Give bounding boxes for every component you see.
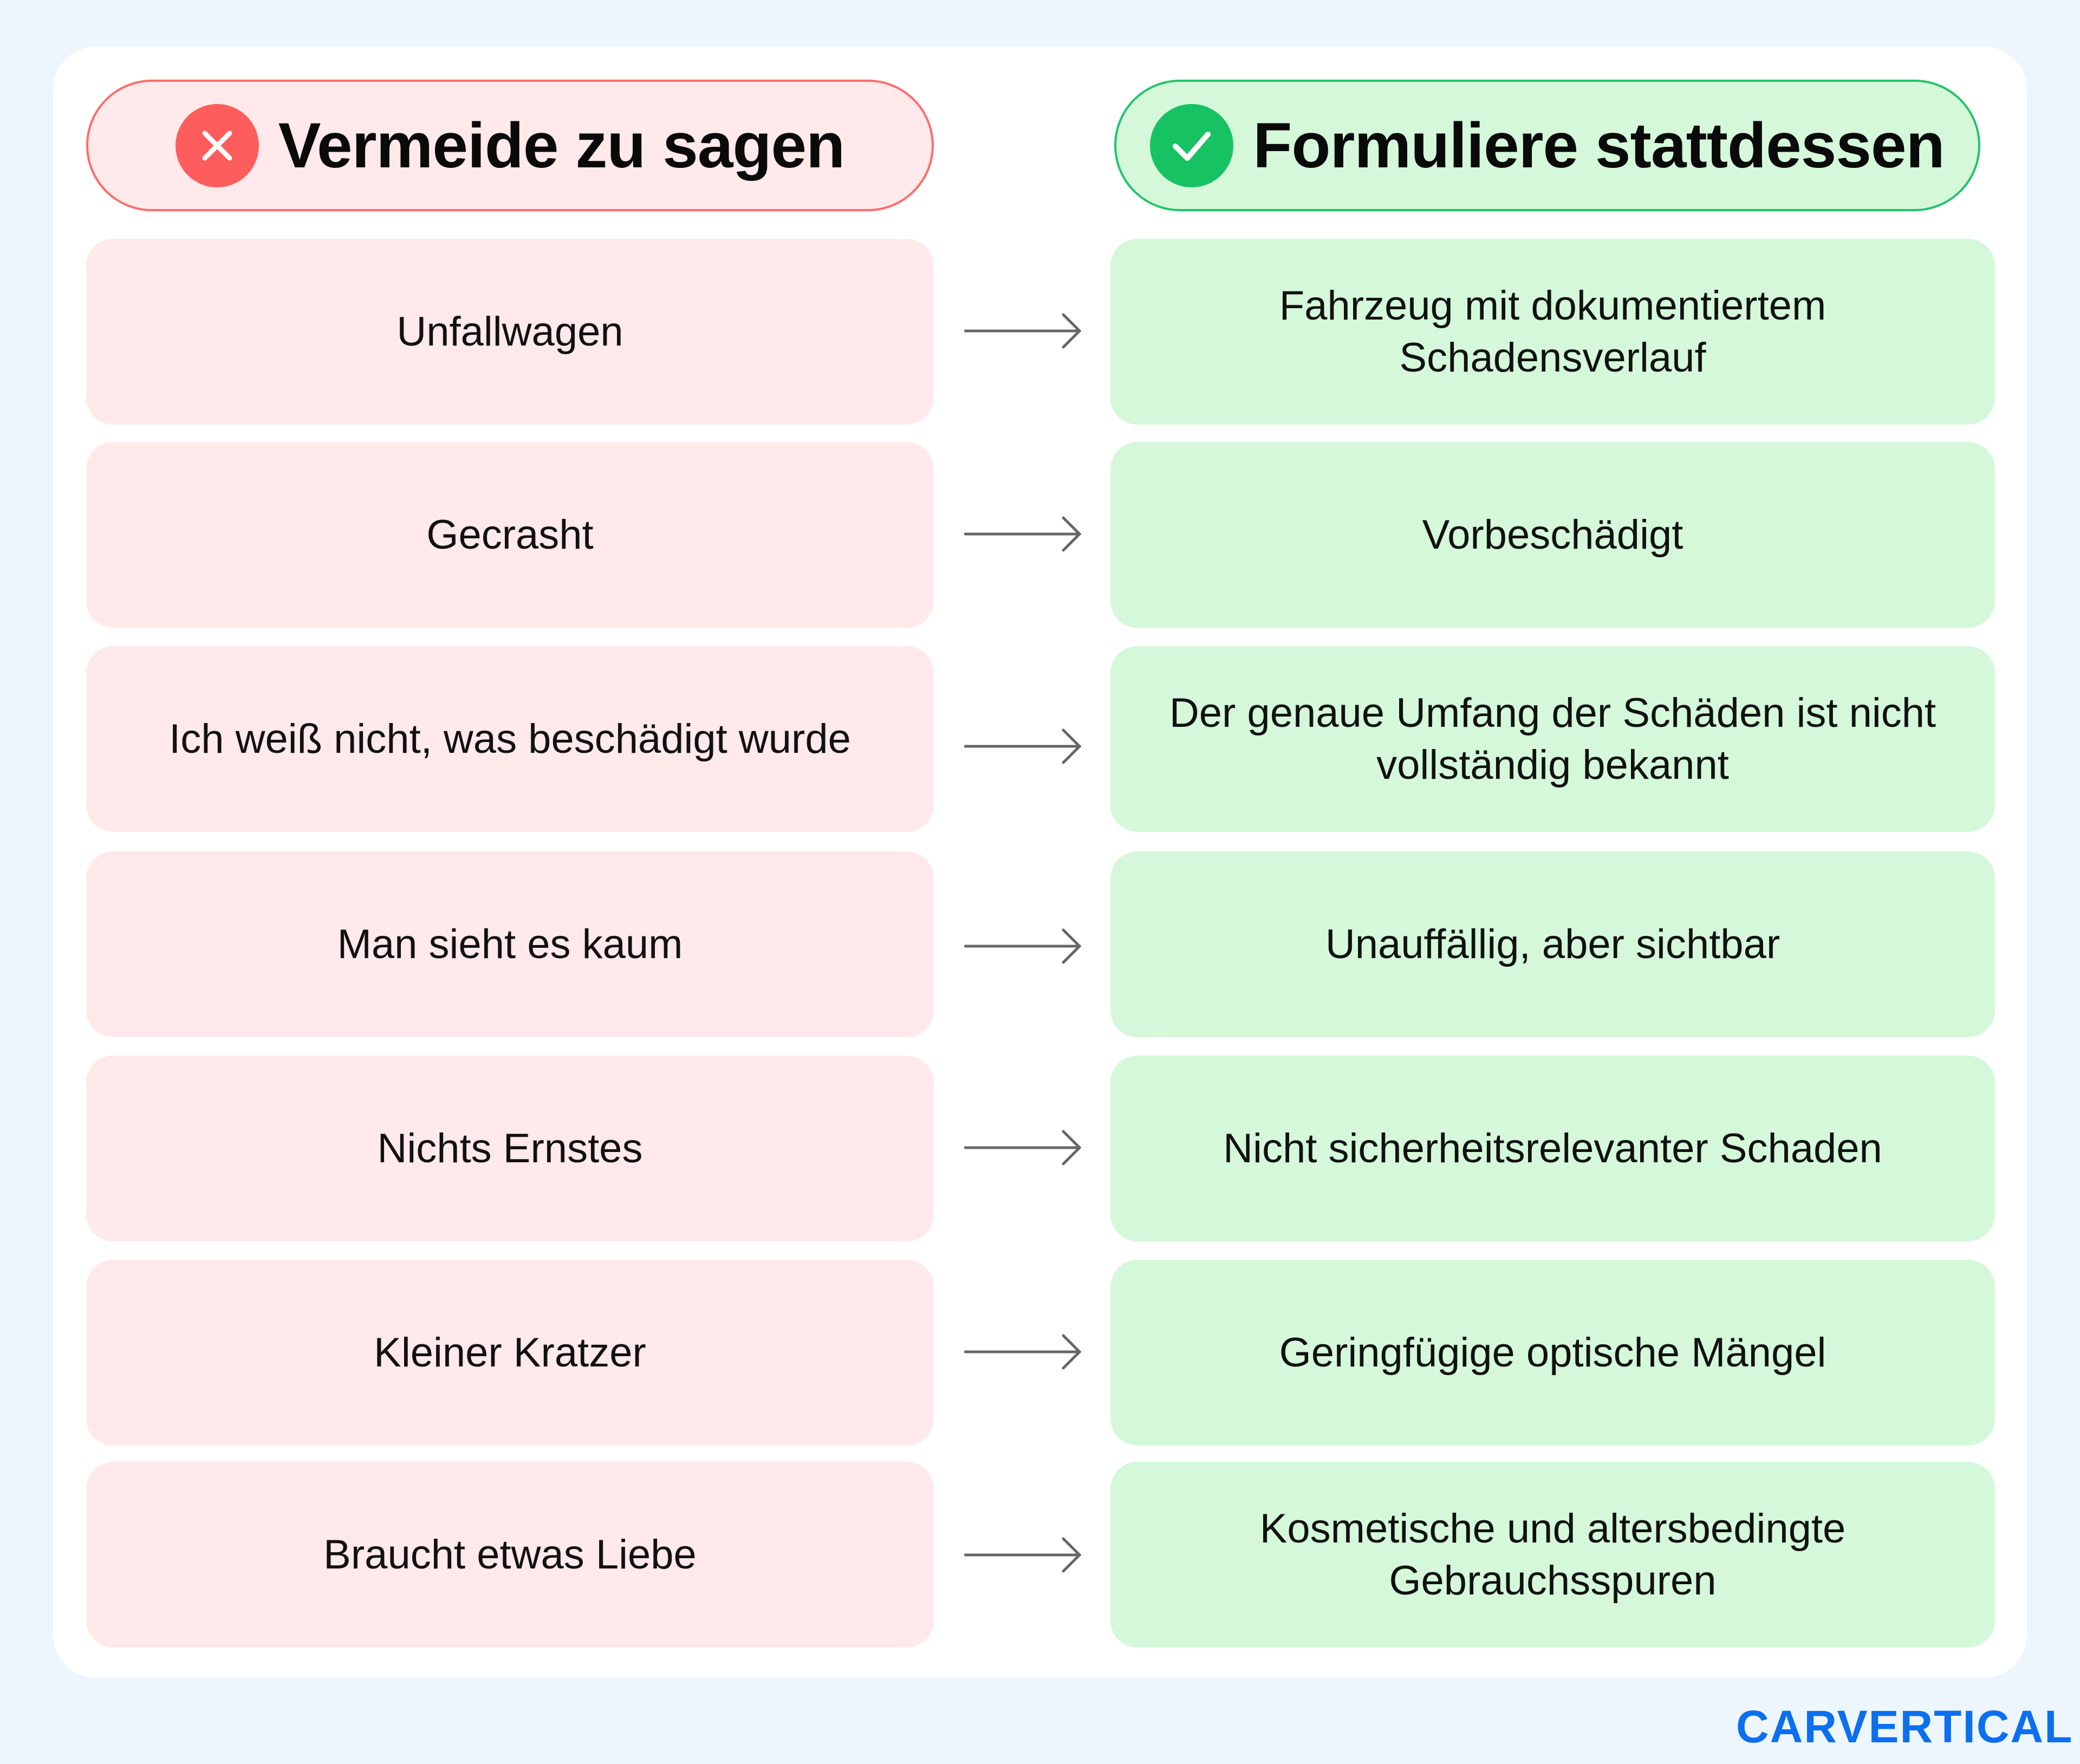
avoid-phrase: Unfallwagen	[86, 239, 934, 425]
instead-phrase: Nicht sicherheitsrelevanter Schaden	[1110, 1056, 1995, 1241]
carvertical-logo: CARVERTICAL	[1736, 1701, 2074, 1752]
instead-phrase: Fahrzeug mit dokumentiertem Schadensverl…	[1110, 239, 1995, 425]
avoid-phrase: Nichts Ernstes	[86, 1056, 934, 1241]
comparison-row: Kleiner Kratzer Geringfügige optische Mä…	[0, 1260, 2080, 1446]
avoid-phrase: Gecrasht	[86, 442, 934, 628]
instead-header-title: Formuliere stattdessen	[1253, 109, 1945, 181]
x-circle-icon	[175, 103, 259, 187]
arrow-right-icon	[964, 928, 1082, 964]
comparison-row: Gecrasht Vorbeschädigt	[0, 442, 2080, 628]
arrow-right-icon	[964, 728, 1082, 764]
avoid-phrase: Kleiner Kratzer	[86, 1260, 934, 1446]
avoid-header-title: Vermeide zu sagen	[278, 109, 845, 181]
comparison-row: Nichts Ernstes Nicht sicherheitsrelevant…	[0, 1056, 2080, 1241]
arrow-right-icon	[964, 516, 1082, 552]
instead-phrase: Der genaue Umfang der Schäden ist nicht …	[1110, 646, 1995, 832]
instead-phrase: Unauffällig, aber sichtbar	[1110, 851, 1995, 1037]
arrow-right-icon	[964, 313, 1082, 349]
instead-phrase: Geringfügige optische Mängel	[1110, 1260, 1995, 1446]
avoid-phrase: Braucht etwas Liebe	[86, 1462, 934, 1648]
comparison-row: Man sieht es kaum Unauffällig, aber sich…	[0, 851, 2080, 1037]
avoid-phrase: Man sieht es kaum	[86, 851, 934, 1037]
arrow-right-icon	[964, 1537, 1082, 1573]
instead-phrase: Kosmetische und altersbedingte Gebrauchs…	[1110, 1462, 1995, 1648]
comparison-row: Braucht etwas Liebe Kosmetische und alte…	[0, 1462, 2080, 1648]
comparison-row: Ich weiß nicht, was beschädigt wurde Der…	[0, 646, 2080, 832]
check-circle-icon	[1150, 103, 1234, 187]
arrow-right-icon	[964, 1130, 1082, 1166]
avoid-header: Vermeide zu sagen	[86, 80, 934, 211]
arrow-right-icon	[964, 1334, 1082, 1370]
comparison-row: Unfallwagen Fahrzeug mit dokumentiertem …	[0, 239, 2080, 425]
instead-phrase: Vorbeschädigt	[1110, 442, 1995, 628]
instead-header: Formuliere stattdessen	[1114, 80, 1980, 211]
avoid-phrase: Ich weiß nicht, was beschädigt wurde	[86, 646, 934, 832]
